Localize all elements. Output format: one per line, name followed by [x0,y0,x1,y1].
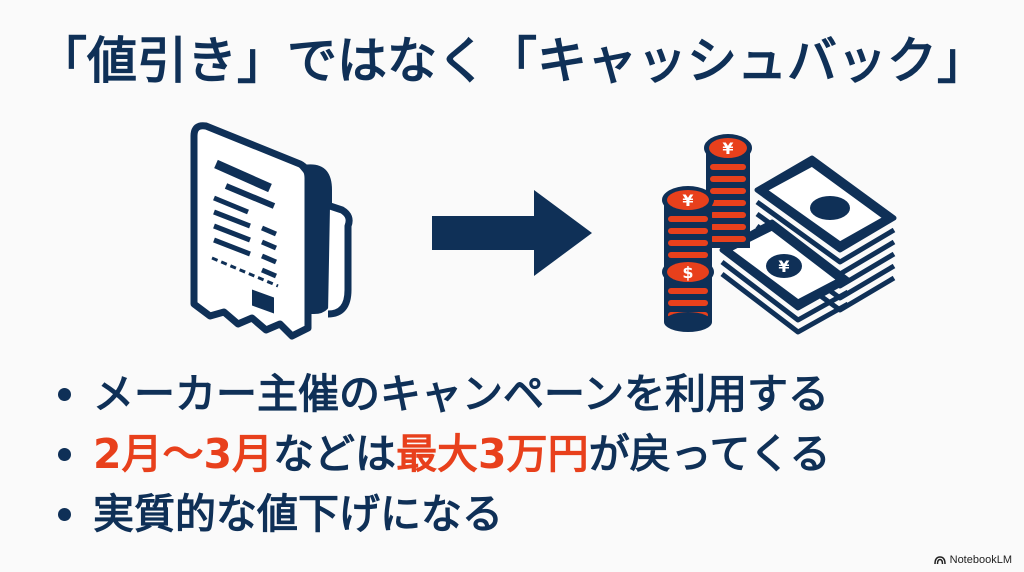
arrow-right-icon [432,190,592,276]
slide-title: 「値引き」ではなく「キャッシュバック」 [37,32,987,90]
bullet-item: 2月〜3月 などは 最大3万円 が戻ってくる [52,424,992,484]
yen-symbol: ¥ [682,191,693,210]
dollar-symbol: $ [682,263,693,282]
bullet-item: 実質的な値下げになる [52,484,992,544]
yen-symbol: ¥ [778,257,789,276]
money-cashback-icon: ¥ ¥ [662,134,897,335]
bullet-text: が戻ってくる [588,430,831,478]
bullet-item: メーカー主催のキャンペーンを利用する [52,364,992,424]
yen-symbol: ¥ [722,139,733,158]
notebooklm-branding: NotebookLM [933,554,1012,566]
bullet-text: などは [273,430,397,478]
bullet-dot-icon [58,447,71,461]
highlight-amount: 最大3万円 [396,430,589,478]
bullet-dot-icon [58,387,71,401]
bullet-text: メーカー主催のキャンペーンを利用する [93,370,829,418]
highlight-period: 2月〜3月 [93,430,274,478]
receipt-icon [190,122,353,340]
bullet-dot-icon [58,507,71,521]
bullet-list: メーカー主催のキャンペーンを利用する 2月〜3月 などは 最大3万円 が戻ってく… [52,364,992,544]
notebooklm-logo-icon [933,556,946,565]
branding-label: NotebookLM [949,554,1012,566]
bullet-text: 実質的な値下げになる [93,490,503,538]
